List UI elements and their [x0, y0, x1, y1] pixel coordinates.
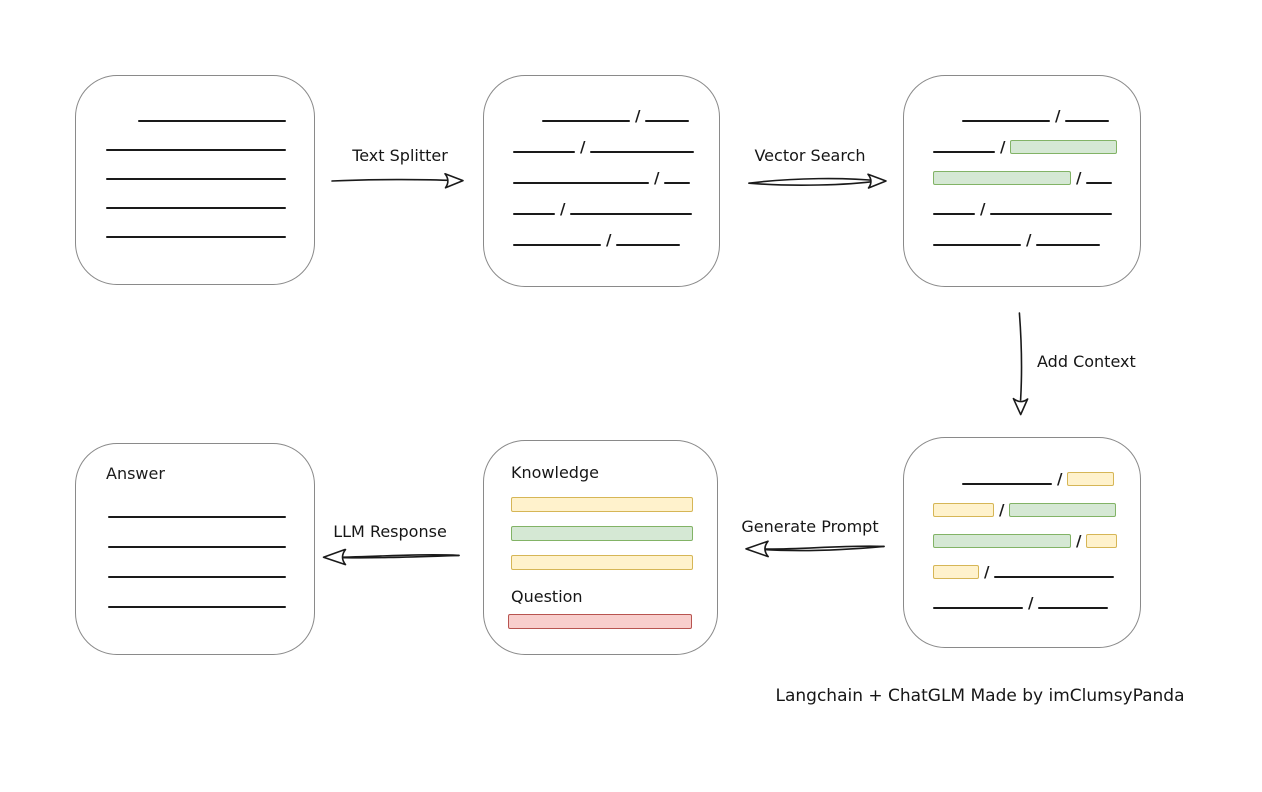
yellow-highlight-bar [933, 503, 994, 517]
slash-separator: / [654, 169, 660, 187]
text-line [513, 213, 555, 215]
slash-separator: / [606, 231, 612, 249]
knowledge-bar-yellow-1 [511, 497, 693, 512]
chunk-row: / [962, 107, 1117, 125]
text-line [513, 182, 649, 184]
add-context-arrow [1012, 312, 1029, 416]
text-line [108, 546, 286, 548]
green-highlight-bar [1010, 140, 1118, 154]
text-line [1065, 120, 1110, 122]
chunk-row: / [542, 107, 694, 125]
text-line [1086, 182, 1113, 184]
chunk-row: / [933, 594, 1117, 612]
text-splitter-label: Text Splitter [352, 146, 448, 165]
prompt-content: Knowledge Question [508, 463, 693, 629]
slash-separator: / [980, 200, 986, 218]
text-line [962, 483, 1052, 485]
question-label: Question [511, 587, 583, 606]
answer-box: Answer [75, 443, 315, 655]
slash-separator: / [635, 107, 641, 125]
slash-separator: / [580, 138, 586, 156]
text-line [994, 576, 1115, 578]
slash-separator: / [984, 563, 990, 581]
slash-separator: / [560, 200, 566, 218]
chunk-row: / [513, 169, 694, 187]
answer-text-lines [108, 516, 286, 636]
text-line [513, 244, 601, 246]
text-line [1036, 244, 1101, 246]
chunk-rows: / / / / / [933, 107, 1118, 249]
chunk-row: / [513, 200, 694, 218]
knowledge-bar-yellow-2 [511, 555, 693, 570]
answer-label: Answer [106, 464, 165, 483]
yellow-highlight-bar [933, 565, 979, 579]
chunk-row: / [933, 169, 1117, 187]
text-line [664, 182, 691, 184]
text-line [108, 576, 286, 578]
llm-response-arrow [322, 548, 460, 566]
prompt-box: Knowledge Question [483, 440, 718, 655]
text-splitter-arrow [331, 173, 464, 189]
yellow-highlight-bar [1086, 534, 1118, 548]
text-line [138, 120, 286, 122]
slash-separator: / [1028, 594, 1034, 612]
vector-search-arrow [748, 173, 887, 189]
green-highlight-bar [1009, 503, 1117, 517]
text-line [106, 236, 286, 238]
text-line [645, 120, 690, 122]
text-line [962, 120, 1050, 122]
chunk-rows: / / / / / [933, 470, 1118, 612]
text-line [106, 178, 286, 180]
vector-search-label: Vector Search [754, 146, 866, 165]
green-highlight-bar [933, 171, 1071, 185]
generate-prompt-label: Generate Prompt [741, 517, 879, 536]
text-line [590, 151, 695, 153]
llm-response-label: LLM Response [333, 522, 447, 541]
text-line [570, 213, 693, 215]
green-highlight-bar [933, 534, 1071, 548]
text-line [933, 607, 1023, 609]
chunk-row: / [933, 200, 1117, 218]
split-chunks-box: / / / / / [483, 75, 720, 287]
slash-separator: / [1055, 107, 1061, 125]
yellow-highlight-bar [1067, 472, 1115, 486]
question-bar-red [508, 614, 692, 629]
vector-matched-chunks-box: / / / / / [903, 75, 1141, 287]
slash-separator: / [1057, 470, 1063, 488]
slash-separator: / [1076, 532, 1082, 550]
chunk-row: / [933, 138, 1118, 156]
text-line [933, 244, 1021, 246]
text-line [933, 151, 995, 153]
generate-prompt-arrow [745, 540, 885, 558]
slash-separator: / [1076, 169, 1082, 187]
slash-separator: / [1026, 231, 1032, 249]
text-line [542, 120, 630, 122]
document-text-lines [106, 120, 286, 265]
text-line [990, 213, 1113, 215]
text-line [513, 151, 575, 153]
chunk-row: / [513, 231, 694, 249]
attribution-caption: Langchain + ChatGLM Made by imClumsyPand… [775, 686, 1185, 706]
context-chunks-box: / / / / / [903, 437, 1141, 648]
text-line [933, 213, 975, 215]
chunk-row: / [513, 138, 695, 156]
add-context-label: Add Context [1037, 352, 1136, 371]
text-line [108, 516, 286, 518]
slash-separator: / [1000, 138, 1006, 156]
chunk-row: / [933, 532, 1118, 550]
text-line [616, 244, 681, 246]
chunk-row: / [933, 563, 1117, 581]
knowledge-bar-green [511, 526, 693, 541]
knowledge-label: Knowledge [511, 463, 599, 482]
source-document-box [75, 75, 315, 285]
text-line [1038, 607, 1109, 609]
chunk-row: / [933, 501, 1117, 519]
text-line [106, 149, 286, 151]
chunk-row: / [933, 231, 1117, 249]
slash-separator: / [999, 501, 1005, 519]
chunk-row: / [962, 470, 1117, 488]
text-line [106, 207, 286, 209]
text-line [108, 606, 286, 608]
chunk-rows: / / / / / [513, 107, 695, 249]
